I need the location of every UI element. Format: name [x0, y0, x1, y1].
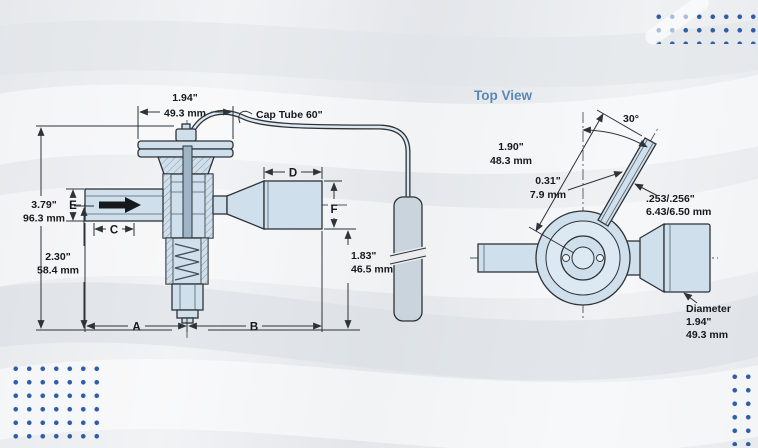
dim-right-in: 1.83" [351, 250, 376, 262]
dim-label-b: B [250, 322, 258, 334]
dim-right-mm: 46.5 mm [351, 264, 393, 276]
sensing-bulb [389, 196, 427, 322]
valve-stem [182, 145, 193, 239]
valve-body [84, 123, 323, 324]
dim-length-in: 1.90" [498, 141, 523, 153]
dim-label-f: F [330, 204, 337, 216]
dim-length-mm: 48.3 mm [490, 155, 532, 167]
dim-label-c: C [110, 225, 118, 237]
top-outlet-port [639, 222, 711, 294]
dim-label-a: A [132, 322, 140, 334]
dim-outlet-diameter-mm: 49.3 mm [686, 329, 728, 341]
dim-lower-in: 2.30" [45, 251, 70, 263]
flow-arrow-icon [99, 197, 141, 213]
top-inlet-port [477, 243, 541, 273]
cap-tube-label: Cap Tube 60" [256, 109, 323, 121]
outlet-port [212, 180, 323, 230]
dot-grid-bottom-left [5, 358, 107, 446]
dim-lower-mm: 58.4 mm [37, 265, 79, 277]
dim-label-e: E [69, 200, 77, 212]
dim-tube-od-in: .253/.256" [646, 193, 695, 205]
dim-top-width-in: 1.94" [172, 92, 197, 104]
dim-top-width-mm: 49.3 mm [164, 108, 206, 120]
dim-offset-mm: 7.9 mm [530, 189, 566, 201]
spring-housing [165, 237, 209, 324]
equalizer-tube [597, 137, 657, 227]
dot-grid-bottom-right [724, 366, 756, 446]
side-view-dimensions: 1.94" 49.3 mm Cap Tube 60" 3.79" 96.3 mm… [23, 92, 393, 334]
dim-overall-mm: 96.3 mm [23, 213, 65, 225]
dim-label-d: D [289, 168, 297, 180]
dim-angle: 30° [623, 113, 639, 125]
top-view-dimensions: 30° 1.90" 48.3 mm 0.31" 7.9 mm .253/.256… [490, 109, 731, 341]
side-view: 1.94" 49.3 mm Cap Tube 60" 3.79" 96.3 mm… [23, 92, 427, 338]
dim-offset-in: 0.31" [535, 175, 560, 187]
dim-outlet-diameter-label: Diameter [686, 303, 731, 315]
cap-tube [190, 109, 411, 199]
dim-tube-od-mm: 6.43/6.50 mm [646, 206, 711, 218]
top-view: Top View [470, 88, 731, 341]
dim-overall-in: 3.79" [31, 199, 56, 211]
top-view-title: Top View [474, 88, 533, 103]
dim-outlet-diameter-in: 1.94" [686, 316, 711, 328]
top-valve-body [535, 210, 631, 306]
